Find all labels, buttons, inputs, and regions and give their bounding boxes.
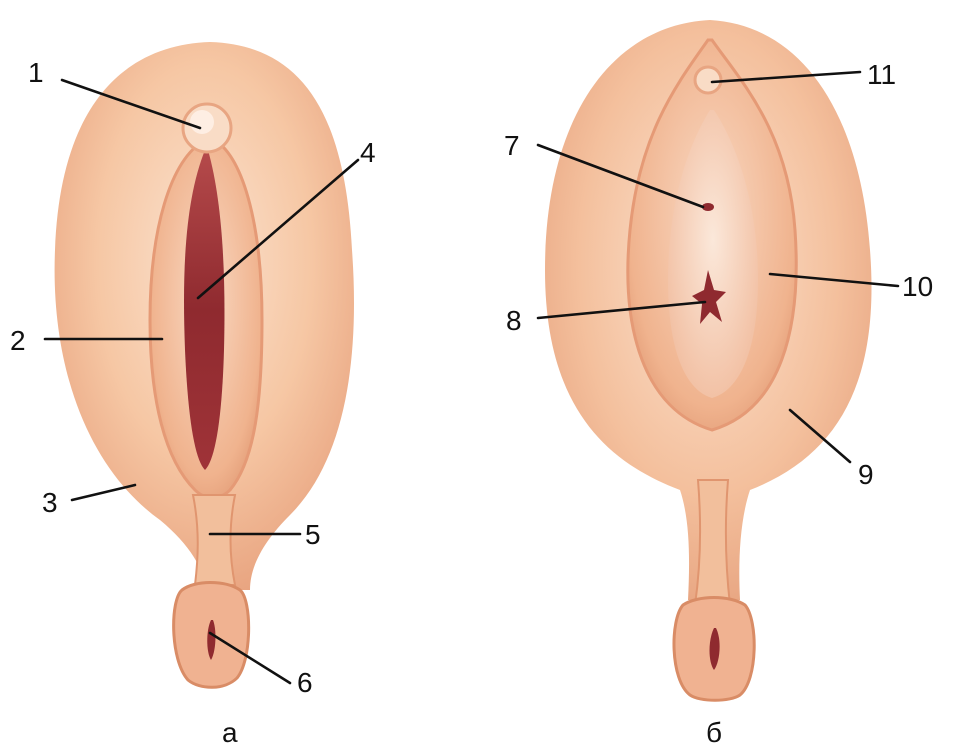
label-1: 1 bbox=[28, 57, 44, 88]
panel-b-clitoris bbox=[695, 67, 721, 93]
panel-b-perineum bbox=[695, 480, 730, 605]
label-11: 11 bbox=[867, 59, 896, 90]
label-10: 10 bbox=[902, 271, 933, 302]
label-2: 2 bbox=[10, 325, 26, 356]
panel-b-caption: б bbox=[706, 717, 722, 748]
panel-a-perineum bbox=[193, 495, 235, 585]
label-6: 6 bbox=[297, 667, 313, 698]
label-5: 5 bbox=[305, 519, 321, 550]
panel-a-caption: а bbox=[222, 717, 238, 748]
label-4: 4 bbox=[360, 137, 376, 168]
label-7: 7 bbox=[504, 130, 520, 161]
panel-a: 1 2 3 4 5 6 а bbox=[10, 42, 376, 748]
panel-a-clitoris-highlight bbox=[190, 110, 214, 134]
panel-b: 7 8 9 10 11 б bbox=[504, 20, 933, 748]
leader-3 bbox=[72, 485, 135, 500]
label-8: 8 bbox=[506, 305, 522, 336]
label-3: 3 bbox=[42, 487, 58, 518]
label-9: 9 bbox=[858, 459, 874, 490]
